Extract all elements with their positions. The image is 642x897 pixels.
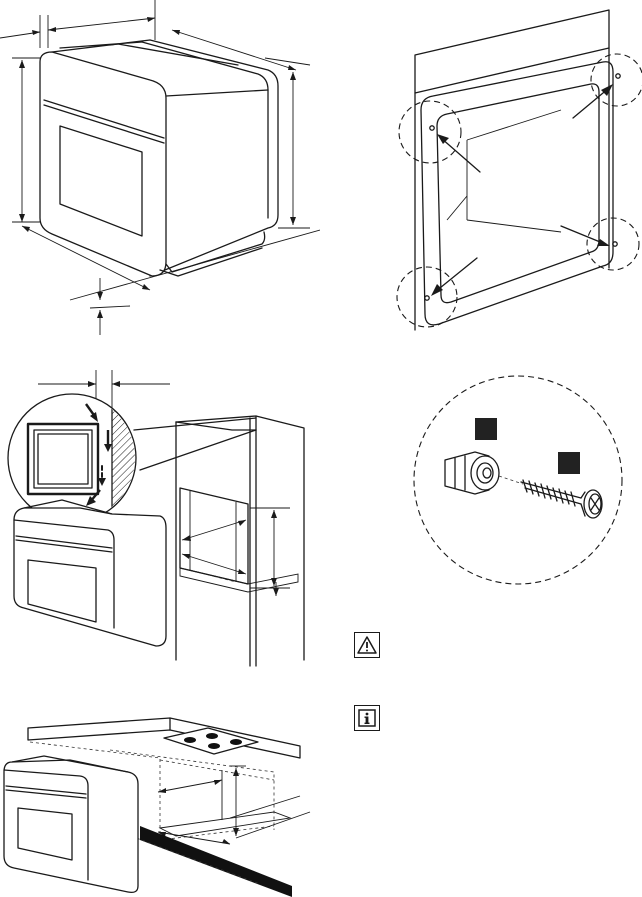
mounting-frame-figure bbox=[385, 0, 642, 345]
part-label-block bbox=[558, 452, 580, 474]
fixing-point-marker bbox=[591, 54, 642, 106]
oven-dimensions-figure bbox=[0, 0, 320, 345]
fixing-point-marker bbox=[399, 101, 461, 163]
fixing-point-marker bbox=[397, 267, 457, 327]
part-label-block bbox=[475, 418, 497, 440]
warning-triangle-icon bbox=[354, 632, 380, 658]
oven bbox=[4, 760, 138, 892]
fixing-detail-figure bbox=[405, 370, 642, 590]
plinth bbox=[140, 826, 292, 897]
information-icon bbox=[354, 705, 380, 731]
fixing-screw bbox=[521, 480, 602, 518]
built-under-hob-figure bbox=[0, 700, 320, 897]
column-cabinet-figure bbox=[0, 370, 320, 670]
arrow bbox=[435, 258, 477, 292]
arrow bbox=[441, 138, 480, 172]
